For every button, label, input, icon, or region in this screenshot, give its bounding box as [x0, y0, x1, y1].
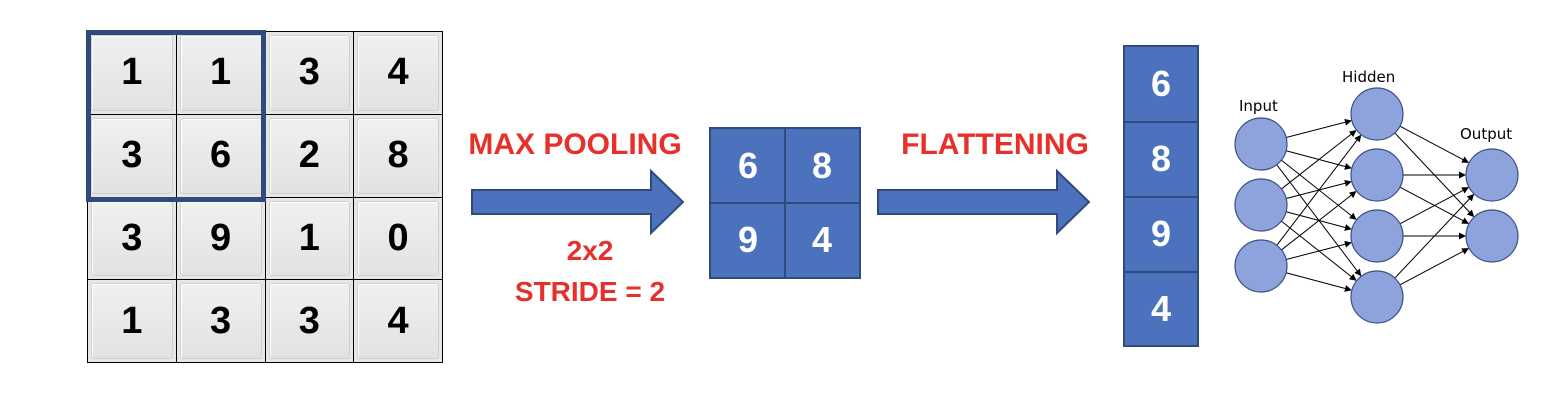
- output-layer-label: Output: [1460, 125, 1512, 143]
- vector-divider: [1125, 196, 1197, 198]
- neural-network-diagram: Input Hidden Output: [1234, 68, 1519, 324]
- hidden-node: [1350, 148, 1404, 202]
- input-cell: 1: [265, 197, 355, 281]
- stride-label: STRIDE = 2: [514, 276, 666, 307]
- hidden-layer-label: Hidden: [1342, 68, 1395, 86]
- input-matrix: 1 1 3 4 3 6 2 8 3 9 1 0 1 3 3 4: [87, 31, 443, 363]
- flattening-title: FLATTENING: [901, 128, 1089, 161]
- vector-cell: 9: [1150, 213, 1172, 254]
- network-connection: [1285, 272, 1352, 292]
- input-cell: 1: [176, 32, 266, 115]
- vector-divider: [1125, 121, 1197, 123]
- input-cell: 3: [265, 32, 355, 115]
- input-cell: 2: [265, 114, 355, 198]
- network-connection: [1399, 125, 1470, 163]
- hidden-node: [1350, 270, 1404, 324]
- input-cell: 0: [354, 197, 443, 281]
- network-nodes: [1234, 87, 1519, 324]
- input-cell: 6: [176, 114, 266, 198]
- network-connection: [1286, 118, 1352, 138]
- input-node: [1234, 239, 1288, 293]
- input-cell: 1: [88, 32, 177, 115]
- network-connection: [1276, 134, 1362, 246]
- hidden-node: [1350, 209, 1404, 263]
- input-cell: 3: [88, 114, 177, 198]
- input-layer-label: Input: [1239, 97, 1278, 115]
- pool-size-label: 2x2: [566, 235, 614, 266]
- pooled-cell: 6: [737, 145, 759, 186]
- max-pooling-arrow: [471, 168, 685, 236]
- input-cell: 8: [354, 114, 443, 198]
- network-connection: [1281, 130, 1357, 190]
- output-node: [1465, 148, 1519, 202]
- network-connection: [1399, 187, 1470, 225]
- input-cell: 3: [176, 280, 266, 363]
- network-connection: [1281, 191, 1357, 251]
- network-edges: [1276, 118, 1475, 292]
- input-cell: 4: [354, 32, 443, 115]
- flattened-vector: 6 8 9 4: [1123, 45, 1199, 347]
- input-cell: 4: [354, 280, 443, 363]
- pooled-divider-h: [711, 202, 859, 204]
- vector-cell: 8: [1150, 138, 1172, 179]
- pooled-matrix: 6 8 9 4: [709, 127, 861, 279]
- vector-divider: [1125, 271, 1197, 273]
- input-node: [1234, 178, 1288, 232]
- hidden-node: [1350, 87, 1404, 141]
- network-connection: [1399, 248, 1470, 286]
- input-cell: 3: [265, 280, 355, 363]
- pooled-cell: 4: [811, 219, 833, 260]
- output-node: [1465, 209, 1519, 263]
- max-pooling-title: MAX POOLING: [468, 128, 682, 161]
- flattening-arrow: [877, 168, 1091, 236]
- network-connection: [1394, 193, 1475, 279]
- vector-cell: 6: [1150, 63, 1172, 104]
- input-node: [1234, 117, 1288, 171]
- input-cell: 3: [88, 197, 177, 281]
- pooled-cell: 8: [811, 145, 833, 186]
- pooled-cell: 9: [737, 219, 759, 260]
- vector-cell: 4: [1150, 288, 1172, 329]
- input-cell: 1: [88, 280, 177, 363]
- network-connection: [1286, 240, 1352, 260]
- input-cell: 9: [176, 197, 266, 281]
